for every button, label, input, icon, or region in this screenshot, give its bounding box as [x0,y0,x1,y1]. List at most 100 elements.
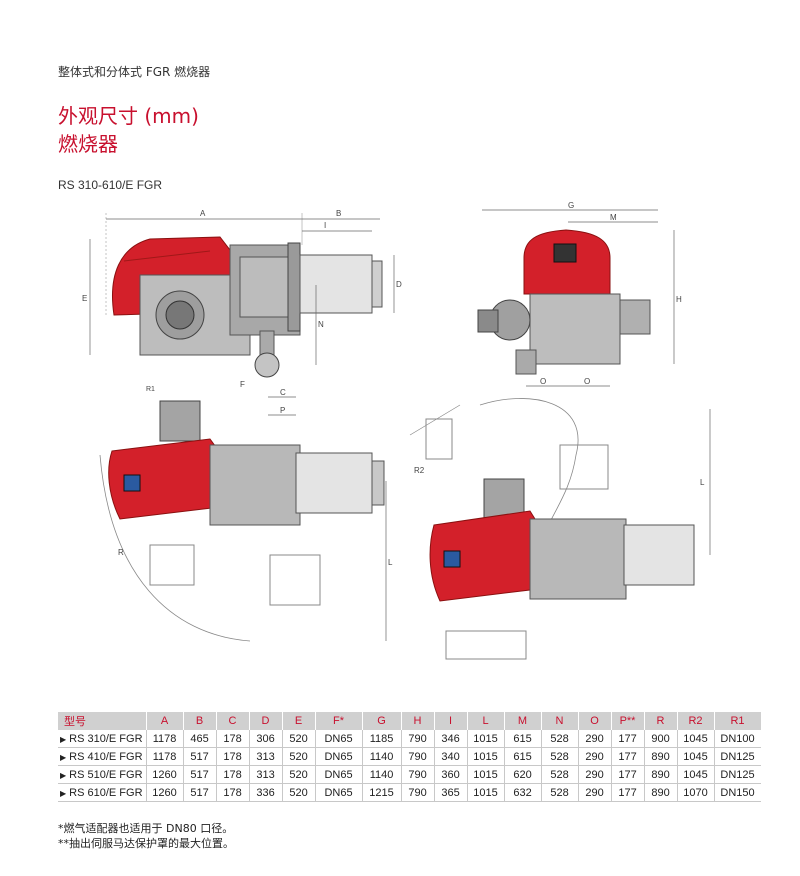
dimension-cell: 1070 [677,783,715,802]
dimension-cell: 360 [434,765,468,784]
dimension-cell: 1015 [467,747,505,766]
page-title-secondary: 燃烧器 [58,132,118,156]
triangle-bullet-icon: ▶ [60,752,67,762]
dimension-cell: 1215 [362,783,402,802]
dimension-cell: 1260 [146,783,184,802]
dimension-cell: DN125 [714,765,761,784]
model-cell: ▶RS 310/E FGR [58,730,147,748]
dimension-cell: 790 [401,730,435,748]
dim-label-g: G [568,201,574,210]
dimension-cell: 632 [504,783,542,802]
document-subtitle: 整体式和分体式 FGR 燃烧器 [58,65,211,79]
col-header-r1: R1 [714,712,761,730]
dim-label-n: N [318,320,324,329]
dimension-cell: 528 [541,730,579,748]
dim-label-o-right: O [584,377,590,386]
dimension-cell: 340 [434,747,468,766]
dimension-cell: 306 [249,730,283,748]
dimension-cell: 1178 [146,730,184,748]
dimension-cell: 1260 [146,765,184,784]
dimension-cell: DN65 [315,765,363,784]
dim-label-d: D [396,280,402,289]
col-header-d: D [249,712,283,730]
dim-label-l-left: L [388,558,393,567]
triangle-bullet-icon: ▶ [60,788,67,798]
dimension-cell: 1015 [467,783,505,802]
col-header-n: N [541,712,579,730]
dimension-cell: 290 [578,730,612,748]
model-cell: ▶RS 510/E FGR [58,765,147,784]
dimension-cell: 313 [249,747,283,766]
dimension-cell: DN100 [714,730,761,748]
dimension-cell: 890 [644,783,678,802]
dim-label-i: I [324,221,326,230]
dimension-cell: 890 [644,747,678,766]
dimension-cell: DN65 [315,783,363,802]
dimension-cell: 1140 [362,747,402,766]
dim-label-r: R [118,548,124,557]
dimension-cell: 1045 [677,730,715,748]
front-view-drawing: G M H O O [477,201,682,387]
col-header-i: I [434,712,468,730]
col-header-model: 型号 [58,712,147,730]
dimension-cell: 365 [434,783,468,802]
dim-label-c: C [280,388,286,397]
dimension-cell: 1140 [362,765,402,784]
dimension-cell: 290 [578,783,612,802]
dimension-cell: 178 [216,730,250,748]
model-range-label: RS 310-610/E FGR [58,178,163,192]
dim-label-f: F [240,380,245,389]
dimension-cell: 615 [504,747,542,766]
col-header-o: O [578,712,612,730]
dimension-cell: 517 [183,783,217,802]
col-header-f: F* [315,712,363,730]
col-header-g: G [362,712,402,730]
page-title: 外观尺寸 (mm) [58,104,199,128]
triangle-bullet-icon: ▶ [60,734,67,744]
dimension-cell: 177 [611,765,645,784]
dim-label-p: P [280,406,285,415]
dimension-cell: DN65 [315,730,363,748]
isometric-view-left: R L [99,400,393,642]
dimension-cell: 528 [541,747,579,766]
model-cell: ▶RS 610/E FGR [58,783,147,802]
isometric-view-right: R2 L [409,398,711,660]
model-name: RS 310/E FGR [69,732,143,745]
triangle-bullet-icon: ▶ [60,770,67,780]
model-cell: ▶RS 410/E FGR [58,747,147,766]
dimension-cell: 178 [216,747,250,766]
dimension-cell: 620 [504,765,542,784]
dimension-cell: 178 [216,765,250,784]
dimension-cell: 517 [183,747,217,766]
col-header-h: H [401,712,435,730]
dim-label-o-left: O [540,377,546,386]
dimension-cell: 290 [578,765,612,784]
dimension-cell: 177 [611,730,645,748]
model-name: RS 510/E FGR [69,768,143,781]
dimension-cell: 520 [282,730,316,748]
dimension-cell: 336 [249,783,283,802]
table-header-row: 型号 A B C D E F* G H I L M N O P** R R2 R… [58,712,761,730]
col-header-r2: R2 [677,712,715,730]
dimension-cell: 1045 [677,747,715,766]
dimension-cell: 517 [183,765,217,784]
dimension-cell: 520 [282,765,316,784]
dimension-cell: 178 [216,783,250,802]
col-header-m: M [504,712,542,730]
dim-label-e: E [82,294,87,303]
side-view-drawing: A B I E D N R1 F C P [82,209,402,416]
dimensions-table: 型号 A B C D E F* G H I L M N O P** R R2 R… [58,712,761,802]
dimension-cell: 790 [401,747,435,766]
dimension-cell: 1178 [146,747,184,766]
col-header-c: C [216,712,250,730]
dimension-cell: 890 [644,765,678,784]
dimension-cell: 528 [541,765,579,784]
dim-label-a: A [200,209,206,218]
dimension-cell: DN125 [714,747,761,766]
dimension-cell: 520 [282,747,316,766]
dimension-cell: DN65 [315,747,363,766]
model-name: RS 610/E FGR [69,786,143,799]
dimension-cell: 177 [611,747,645,766]
